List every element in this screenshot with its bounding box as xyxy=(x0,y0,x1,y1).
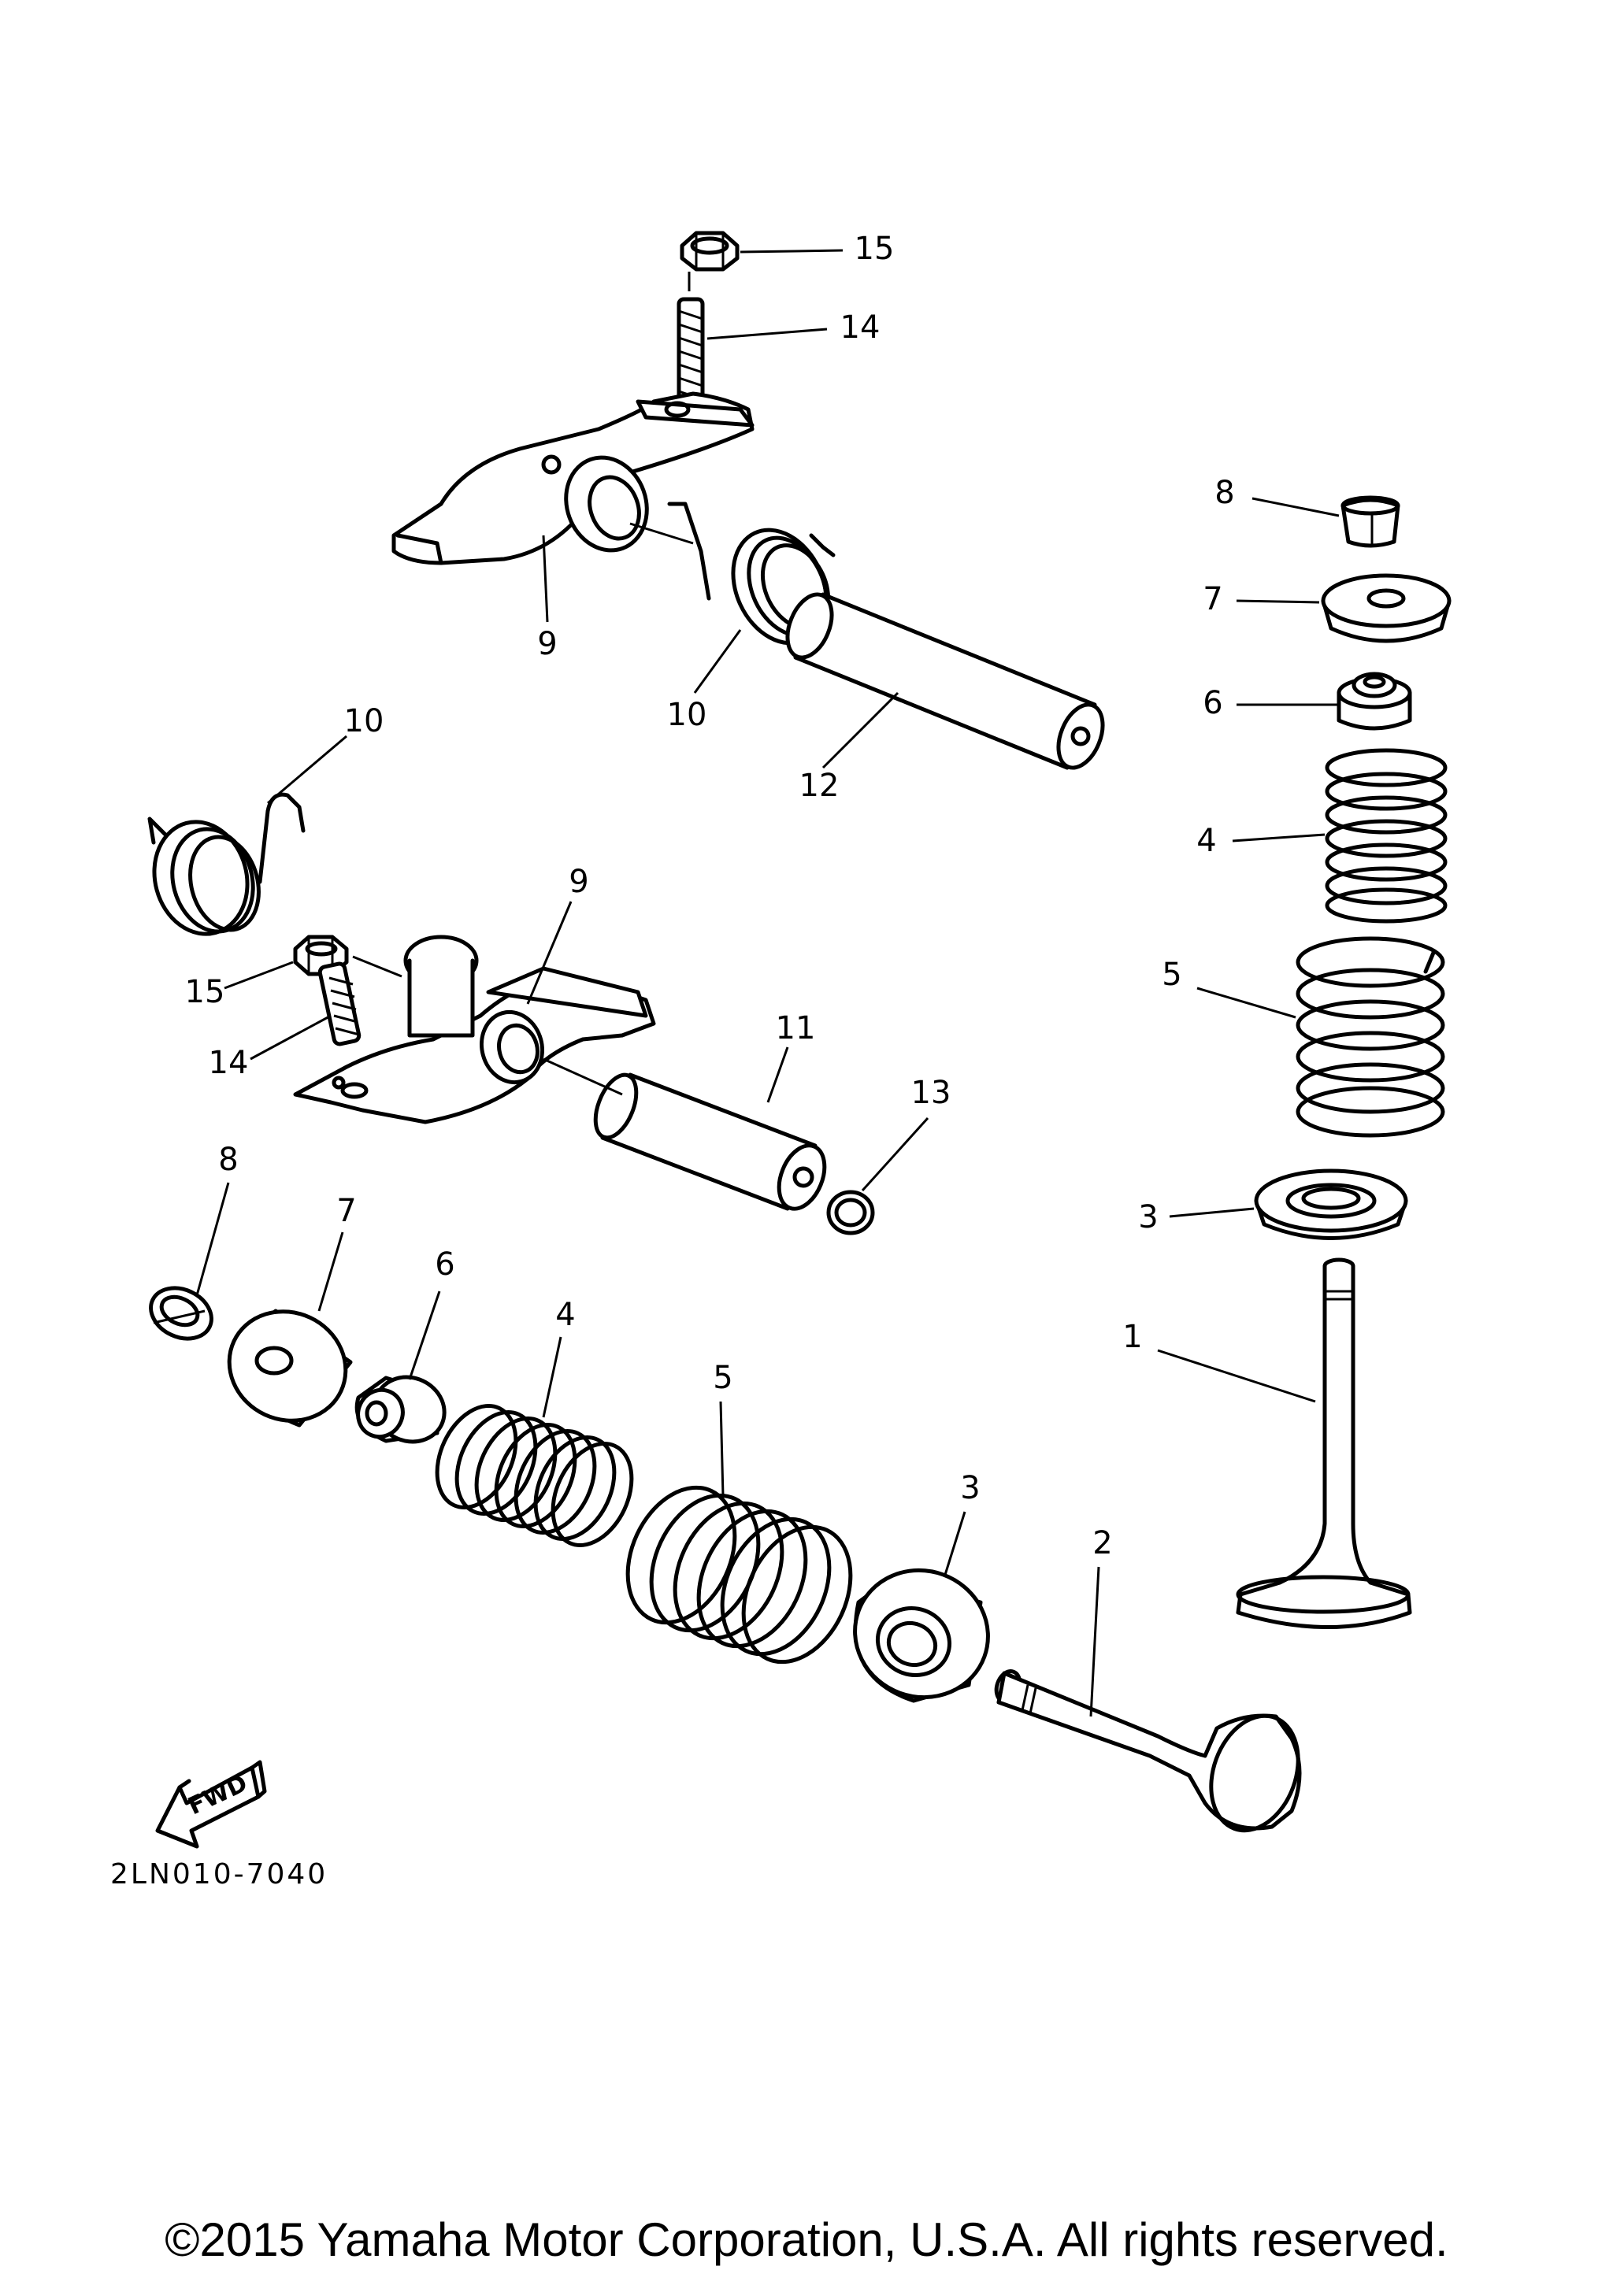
leader-top-screw xyxy=(706,328,828,340)
label-left-rocker-arm: 9 xyxy=(569,864,588,900)
right-spring-seat xyxy=(1254,1168,1408,1240)
leader-left-screw xyxy=(250,1014,332,1061)
right-valve-seal xyxy=(1337,672,1412,731)
leader-left-nut xyxy=(224,961,294,990)
bottom-spring-seat xyxy=(853,1568,990,1703)
leader-intake-valve xyxy=(1157,1349,1316,1403)
leader-right-retainer xyxy=(1236,599,1320,604)
leader-bottom-outer-spring xyxy=(719,1401,725,1497)
label-intake-valve: 1 xyxy=(1122,1319,1142,1355)
leader-left-spring xyxy=(267,735,347,805)
shaft-o-ring xyxy=(826,1190,875,1235)
leader-left-shaft-link xyxy=(543,1057,623,1096)
top-adjusting-nut xyxy=(680,231,740,272)
left-rocker-arm xyxy=(293,935,656,1124)
leader-top-nut xyxy=(740,249,844,254)
fwd-arrow-icon: FWD xyxy=(155,1760,267,1849)
label-left-screw: 14 xyxy=(209,1045,249,1081)
label-bottom-cotter: 8 xyxy=(218,1142,238,1178)
leader-left-rocker-arm xyxy=(526,901,573,1005)
intake-valve xyxy=(1236,1257,1412,1629)
label-bottom-seal: 6 xyxy=(435,1246,454,1283)
top-rocker-arm xyxy=(391,391,755,565)
left-adjusting-screw xyxy=(317,961,362,1046)
leader-bottom-retainer xyxy=(317,1231,344,1312)
right-outer-valve-spring xyxy=(1296,936,1445,1138)
label-bottom-seat: 3 xyxy=(960,1470,980,1506)
label-top-shaft: 12 xyxy=(799,768,840,804)
leader-top-spring-link xyxy=(629,522,694,545)
bottom-inner-valve-spring xyxy=(435,1404,634,1547)
leader-right-seat xyxy=(1169,1207,1255,1218)
leader-top-rocker-arm xyxy=(542,535,549,623)
copyright-notice: ©2015 Yamaha Motor Corporation, U.S.A. A… xyxy=(165,2213,1448,2266)
leader-right-outer-spring xyxy=(1196,987,1296,1019)
leader-bottom-cotter xyxy=(195,1182,230,1296)
label-right-seal: 6 xyxy=(1203,685,1222,721)
label-bottom-inner-spring: 4 xyxy=(555,1297,575,1333)
leader-exhaust-valve xyxy=(1089,1566,1100,1717)
bottom-outer-valve-spring xyxy=(625,1485,853,1665)
leader-o-ring xyxy=(861,1117,929,1192)
label-left-nut: 15 xyxy=(185,974,225,1010)
exhaust-valve xyxy=(994,1669,1302,1833)
left-rocker-shaft xyxy=(593,1072,827,1211)
leader-right-inner-spring xyxy=(1232,833,1326,842)
bottom-valve-seal xyxy=(354,1375,447,1444)
leader-bottom-seat xyxy=(944,1511,966,1576)
label-right-seat: 3 xyxy=(1138,1199,1158,1235)
label-right-retainer: 7 xyxy=(1203,581,1222,617)
leader-left-nut-link xyxy=(352,955,402,978)
right-valve-cotter xyxy=(1340,495,1400,548)
label-top-screw: 14 xyxy=(840,309,881,346)
leader-top-spring xyxy=(693,629,742,694)
right-inner-valve-spring xyxy=(1325,748,1448,924)
label-o-ring: 13 xyxy=(911,1075,951,1111)
label-bottom-retainer: 7 xyxy=(336,1193,356,1229)
label-top-spring: 10 xyxy=(667,697,707,733)
label-left-shaft: 11 xyxy=(776,1010,816,1046)
diagram-code: 2LN010-7040 xyxy=(110,1858,328,1890)
left-rocker-spring xyxy=(147,792,306,936)
bottom-valve-retainer xyxy=(227,1309,353,1428)
leader-left-shaft xyxy=(766,1046,789,1103)
bottom-valve-cotter xyxy=(149,1286,213,1341)
leader-right-cotter xyxy=(1251,497,1340,517)
leader-bottom-seal xyxy=(408,1291,441,1380)
label-bottom-outer-spring: 5 xyxy=(713,1360,732,1396)
label-left-spring: 10 xyxy=(344,703,384,739)
label-top-nut: 15 xyxy=(855,231,895,267)
top-adjusting-screw xyxy=(677,272,705,412)
label-right-inner-spring: 4 xyxy=(1196,823,1216,859)
leader-top-shaft xyxy=(821,691,899,769)
label-exhaust-valve: 2 xyxy=(1092,1525,1112,1561)
top-rocker-shaft xyxy=(785,592,1105,770)
right-valve-retainer xyxy=(1321,573,1452,643)
label-right-cotter: 8 xyxy=(1214,475,1234,511)
label-top-rocker-arm: 9 xyxy=(537,626,557,662)
leader-bottom-inner-spring xyxy=(542,1336,562,1418)
label-right-outer-spring: 5 xyxy=(1162,957,1181,993)
